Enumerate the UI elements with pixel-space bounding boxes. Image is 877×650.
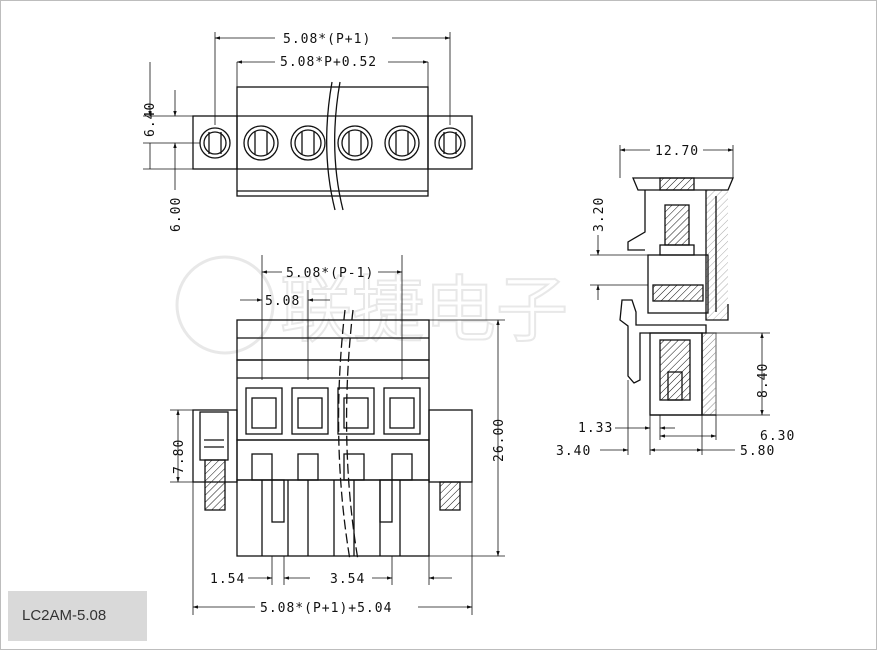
dim-front-pitch: 5.08 (265, 294, 300, 309)
dim-side-screw-offset: 3.20 (592, 197, 607, 232)
dim-side-a: 1.33 (578, 421, 613, 436)
part-number-label: LC2AM-5.08 (8, 591, 147, 641)
watermark: 联捷电子 (175, 255, 569, 355)
dim-front-flange-height: 7.80 (172, 439, 187, 474)
side-view (590, 145, 770, 455)
dim-front-overall-width: 5.08*(P+1)+5.04 (260, 601, 392, 616)
wire-entries (245, 387, 421, 435)
dim-side-width: 12.70 (655, 144, 699, 159)
dim-side-d: 5.80 (740, 444, 775, 459)
dim-top-height-lower: 6.00 (169, 197, 184, 232)
dim-top-height-upper: 6.40 (143, 102, 158, 137)
dim-front-pin-offset: 1.54 (210, 572, 245, 587)
screw-holes (199, 125, 466, 161)
dim-top-body-width: 5.08*P+0.52 (280, 55, 377, 70)
dim-front-pin-spacing: 3.54 (330, 572, 365, 587)
dim-side-c: 3.40 (556, 444, 591, 459)
dim-side-b: 6.30 (760, 429, 795, 444)
dimension-labels: 5.08*(P+1) 5.08*P+0.52 6.40 6.00 5.08*(P… (143, 32, 795, 616)
dim-side-pin-height: 8.40 (756, 363, 771, 398)
flange-screws (204, 459, 461, 511)
top-view (143, 32, 473, 211)
dim-front-total-height: 26.00 (492, 418, 507, 462)
watermark-text: 联捷电子 (280, 268, 568, 352)
front-view (170, 255, 505, 615)
dim-front-pitch-span: 5.08*(P-1) (286, 266, 374, 281)
dim-top-overall-width: 5.08*(P+1) (283, 32, 371, 47)
